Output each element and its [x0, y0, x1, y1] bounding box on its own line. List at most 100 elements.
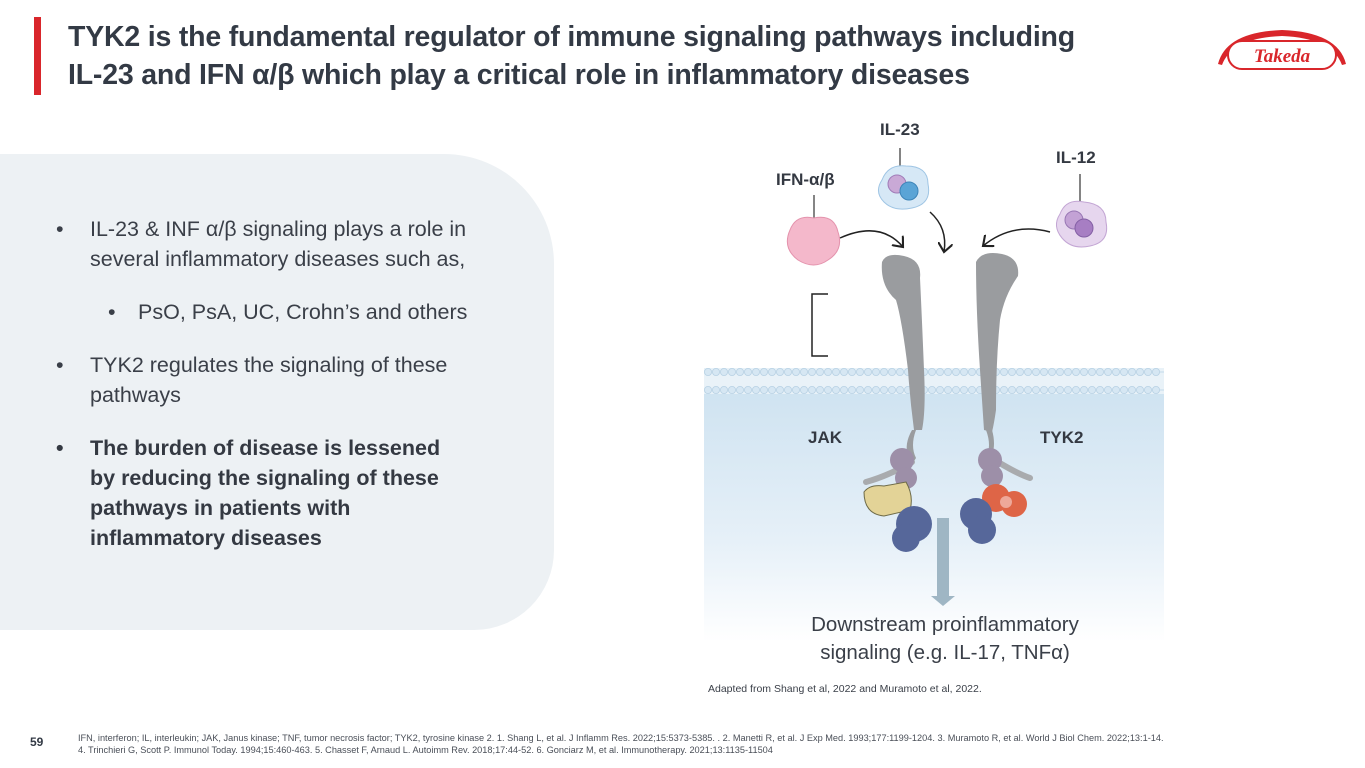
lipid-head: [999, 367, 1008, 376]
lipid-head: [999, 385, 1008, 394]
takeda-logo: Takeda: [1218, 30, 1346, 70]
lipid-head: [871, 367, 880, 376]
cytoplasm-region: [704, 390, 1164, 642]
lipid-head: [1103, 385, 1112, 394]
lipid-head: [967, 385, 976, 394]
content-panel: [0, 154, 554, 630]
lipid-head: [1015, 385, 1024, 394]
tyk2-pathway-diagram: [704, 148, 1164, 642]
lipid-head: [800, 367, 809, 376]
lipid-head: [711, 385, 720, 394]
lipid-head: [879, 367, 888, 376]
lipid-head: [1007, 385, 1016, 394]
lipid-head: [951, 385, 960, 394]
lipid-head: [792, 367, 801, 376]
lipid-head: [736, 385, 745, 394]
il12-label: IL-12: [1056, 148, 1096, 167]
lipid-head: [808, 385, 817, 394]
lipid-head: [776, 385, 785, 394]
tyk2-kinase-complex: [960, 448, 1033, 544]
lipid-head: [855, 367, 864, 376]
lipid-head: [744, 385, 753, 394]
lipid-head: [784, 367, 793, 376]
slide-title: TYK2 is the fundamental regulator of imm…: [68, 18, 1168, 94]
lipid-head: [719, 385, 728, 394]
jak-kinase-complex: [863, 448, 932, 552]
lipid-head: [935, 367, 944, 376]
lipid-head: [792, 385, 801, 394]
diagram-caption: Adapted from Shang et al, 2022 and Muram…: [708, 683, 982, 695]
lipid-head: [1095, 385, 1104, 394]
lipid-head: [847, 385, 856, 394]
downstream-arrow-icon: [931, 518, 955, 606]
lipid-head: [784, 385, 793, 394]
lipid-head: [1135, 367, 1144, 376]
bullet-dot-icon: •: [108, 300, 116, 324]
bullet-dot-icon: •: [56, 436, 64, 460]
lipid-head: [736, 367, 745, 376]
lipid-head: [1087, 367, 1096, 376]
lipid-head: [816, 367, 825, 376]
bullet-dot-icon: •: [56, 217, 64, 241]
il12-binding-arrow: [983, 228, 1051, 246]
lipid-head: [1087, 385, 1096, 394]
ifn-label: IFN-α/β: [776, 170, 835, 189]
page-number: 59: [30, 735, 44, 749]
lipid-head: [847, 367, 856, 376]
il23-cytokine-icon: [878, 148, 930, 210]
ifn-cytokine-icon: [786, 195, 841, 266]
domain-bracket: [811, 293, 828, 357]
bullet-dot-icon: •: [56, 353, 64, 377]
lipid-head: [1127, 385, 1136, 394]
lipid-head: [887, 385, 896, 394]
lipid-head: [927, 367, 936, 376]
bullet-item-emphasis: • The burden of disease is lessened by r…: [56, 433, 470, 553]
lipid-head: [895, 367, 904, 376]
lipid-head: [1039, 385, 1048, 394]
lipid-head: [1111, 385, 1120, 394]
lipid-head: [744, 367, 753, 376]
lipid-head: [824, 367, 833, 376]
bullet-item: • IL-23 & INF α/β signaling plays a role…: [56, 214, 526, 274]
lipid-head: [887, 367, 896, 376]
lipid-head: [1063, 385, 1072, 394]
lipid-head: [1151, 385, 1160, 394]
lipid-head: [871, 385, 880, 394]
lipid-head: [1103, 367, 1112, 376]
il12-cytokine-icon: [1056, 174, 1108, 248]
lipid-head: [1079, 367, 1088, 376]
lipid-head: [895, 385, 904, 394]
lipid-head: [1151, 367, 1160, 376]
lipid-head: [808, 367, 817, 376]
logo-text: Takeda: [1254, 46, 1311, 67]
lipid-head: [967, 367, 976, 376]
bullet-list: • IL-23 & INF α/β signaling plays a role…: [56, 214, 526, 576]
lipid-head: [727, 367, 736, 376]
lipid-head: [816, 385, 825, 394]
lipid-head: [760, 385, 769, 394]
lipid-head: [1143, 367, 1152, 376]
lipid-head: [855, 385, 864, 394]
lipid-head: [1063, 367, 1072, 376]
lipid-head: [1095, 367, 1104, 376]
lipid-head: [727, 385, 736, 394]
sub-bullet-item: • PsO, PsA, UC, Crohn’s and others: [108, 297, 526, 327]
lipid-head: [879, 385, 888, 394]
lipid-head: [1023, 385, 1032, 394]
lipid-head: [1119, 367, 1128, 376]
lipid-head: [1079, 385, 1088, 394]
lipid-head: [800, 385, 809, 394]
lipid-head: [927, 385, 936, 394]
tyk2-label: TYK2: [1040, 428, 1084, 447]
lipid-head: [943, 385, 952, 394]
lipid-head: [752, 385, 761, 394]
lipid-head: [831, 367, 840, 376]
lipid-head: [1119, 385, 1128, 394]
lipid-head: [839, 367, 848, 376]
lipid-head: [1071, 367, 1080, 376]
lipid-head: [1135, 385, 1144, 394]
lipid-head: [831, 385, 840, 394]
lipid-head: [1023, 367, 1032, 376]
bullet-item: • TYK2 regulates the signaling of these …: [56, 350, 526, 410]
footnote: IFN, interferon; IL, interleukin; JAK, J…: [78, 733, 1164, 755]
